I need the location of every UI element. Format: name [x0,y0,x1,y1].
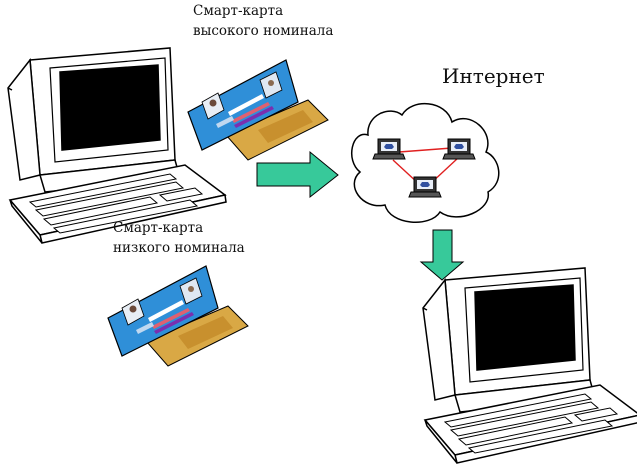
internet-label: Интернет [442,64,545,88]
laptop-icon [442,138,476,160]
low-card-label: Смарт-карта низкого номинала [113,218,245,258]
high-card-label-line2: высокого номинала [193,23,334,39]
arrow-down-icon [419,229,465,281]
arrow-right-icon [256,150,339,199]
smart-card-high-icon [187,59,329,161]
smart-card-low-icon [107,265,249,367]
high-card-label-line1: Смарт-карта [193,3,284,19]
internet-cloud-icon [351,102,500,223]
laptop-icon [408,176,442,198]
laptop-icon [372,138,406,160]
high-card-label: Смарт-карта высокого номинала [193,1,333,41]
computer-left-icon [7,47,227,244]
low-card-label-line1: Смарт-карта [113,220,204,236]
computer-right-icon [422,267,637,464]
low-card-label-line2: низкого номинала [113,240,245,256]
